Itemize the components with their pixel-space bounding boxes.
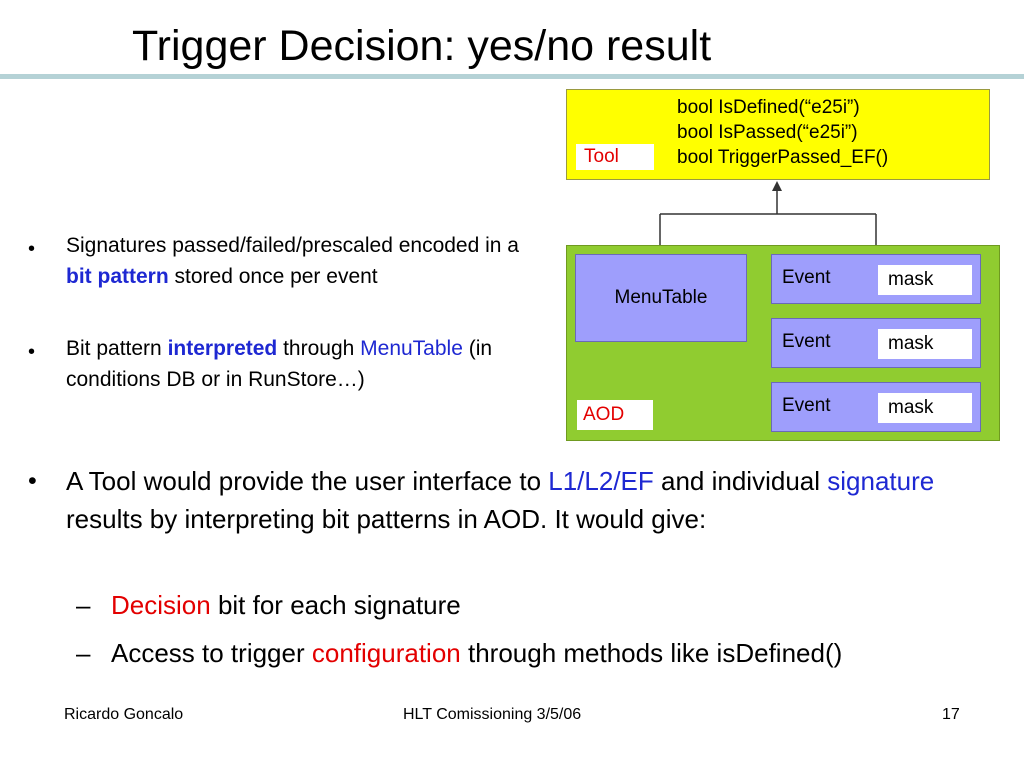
tool-method-ispassed: bool IsPassed(“e25i”) — [677, 122, 858, 143]
bullet-text: results by interpreting bit patterns in … — [66, 504, 707, 534]
arrow-head-icon — [772, 181, 782, 191]
sub-bullet-decision: Decision bit for each signature — [111, 586, 971, 624]
title-divider — [0, 74, 1024, 79]
highlight-signature: signature — [827, 466, 935, 496]
sub-bullet-configuration: Access to trigger configuration through … — [111, 634, 971, 672]
bullet-marker: • — [28, 467, 37, 495]
mask-label: mask — [878, 265, 972, 295]
highlight-decision: Decision — [111, 590, 211, 620]
highlight-l1l2ef: L1/L2/EF — [548, 466, 654, 496]
footer-page-number: 17 — [942, 706, 960, 723]
bullet-interpreted: Bit pattern interpreted through MenuTabl… — [66, 333, 542, 395]
event-label: Event — [782, 331, 831, 352]
event-label: Event — [782, 267, 831, 288]
bullet-text: (in conditions DB or in RunStore…) — [66, 337, 493, 391]
highlight-interpreted: interpreted — [167, 337, 278, 360]
mask-label: mask — [878, 393, 972, 423]
aod-box: MenuTable Event mask Event mask Event ma… — [566, 245, 1000, 441]
bullet-text: Bit pattern — [66, 337, 168, 360]
sub-bullet-dash: – — [76, 590, 91, 620]
sub-bullet-dash: – — [76, 638, 91, 668]
bullet-text: stored once per event — [168, 265, 378, 288]
bullet-marker: • — [28, 341, 36, 363]
event-label: Event — [782, 395, 831, 416]
event-box: Event mask — [771, 318, 981, 368]
bullet-marker: • — [28, 238, 36, 260]
slide-title: Trigger Decision: yes/no result — [132, 22, 712, 70]
footer-author: Ricardo Goncalo — [64, 706, 184, 723]
bullet-text: A Tool would provide the user interface … — [66, 466, 549, 496]
tool-box: bool IsDefined(“e25i”) bool IsPassed(“e2… — [566, 89, 990, 180]
aod-label: AOD — [577, 400, 653, 430]
bullet-text: Signatures passed/failed/prescaled encod… — [66, 234, 519, 257]
mask-label: mask — [878, 329, 972, 359]
event-box: Event mask — [771, 254, 981, 304]
highlight-menutable: MenuTable — [360, 337, 463, 360]
tool-method-isdefined: bool IsDefined(“e25i”) — [677, 97, 860, 118]
bullet-text: bit for each signature — [210, 590, 461, 620]
bullet-text: through — [277, 337, 361, 360]
footer-event: HLT Comissioning 3/5/06 — [403, 706, 582, 723]
tool-label: Tool — [576, 144, 654, 170]
bullet-text: through methods like isDefined() — [460, 638, 843, 668]
bullet-text: Access to trigger — [111, 638, 312, 668]
menutable-box: MenuTable — [575, 254, 747, 342]
event-box: Event mask — [771, 382, 981, 432]
highlight-configuration: configuration — [311, 638, 461, 668]
highlight-bit-pattern: bit pattern — [66, 265, 169, 288]
inheritance-connector — [659, 181, 877, 250]
bullet-text: and individual — [653, 466, 828, 496]
tool-method-triggerpassed: bool TriggerPassed_EF() — [677, 147, 889, 168]
bullet-tool-interface: A Tool would provide the user interface … — [66, 462, 966, 538]
bullet-bit-pattern: Signatures passed/failed/prescaled encod… — [66, 230, 542, 292]
